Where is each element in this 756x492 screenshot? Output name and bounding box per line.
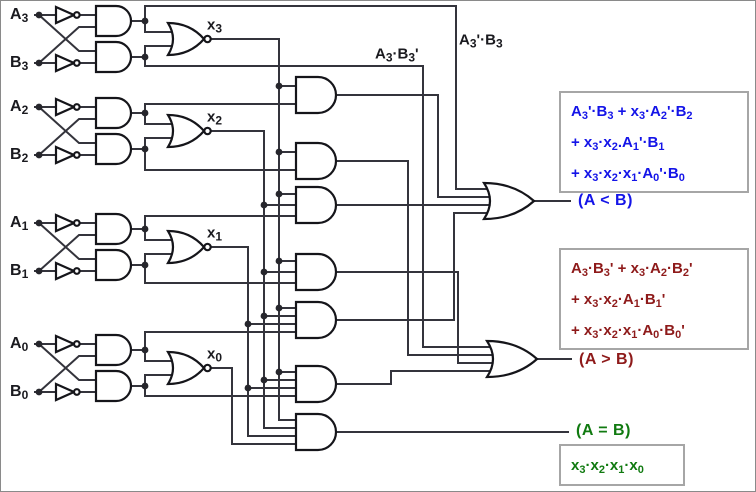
- greater-than-expression-box: A3·B3' + x3·A2·B2' + x3·x2·A1·B1' + x3·x…: [559, 248, 749, 350]
- nor-gate: [166, 350, 206, 386]
- less-expression-line-3: + x3·x2·x1·A0'·B0: [571, 165, 685, 184]
- nor-gate: [166, 21, 206, 57]
- and-gate: [294, 364, 338, 404]
- greater-expression-line-3: + x3·x2·x1·A0·B0': [571, 322, 685, 341]
- and-gate: [94, 212, 133, 246]
- gates: [54, 4, 539, 452]
- wire-x2-trunk: [211, 130, 306, 429]
- less-expression-line-1: A3'·B3 + x3·A2'·B2: [571, 103, 693, 122]
- bit-and-gates: [94, 4, 133, 403]
- greater-expression-line-2: + x3·x2·A1·B1': [571, 291, 666, 310]
- nor-gate: [166, 113, 206, 149]
- not-gates: [54, 5, 81, 402]
- not-bubble: [72, 11, 81, 19]
- greater-expression-line-1: A3·B3' + x3·A2·B2': [571, 260, 693, 279]
- nor-bubble: [203, 363, 212, 373]
- junction-dots: [35, 11, 283, 396]
- less-than-expression-box: A3'·B3 + x3·A2'·B2 + x3·x2.A1'·B1 + x3·x…: [559, 91, 749, 193]
- wire-label-a3-prime-b3: A3'·B3: [459, 31, 503, 51]
- equal-expression: x3·x2·x1·x0: [571, 456, 644, 476]
- and-gate: [94, 369, 133, 403]
- not-bubble: [72, 267, 81, 275]
- and-gate: [294, 252, 338, 292]
- xnor-label-x1: x1: [207, 224, 223, 244]
- not-bubble: [72, 219, 81, 227]
- not-bubble: [72, 388, 81, 396]
- nor-gates: [166, 21, 212, 386]
- input-label-a2: A2: [10, 98, 29, 117]
- and-gate: [94, 4, 133, 38]
- not-gate: [54, 213, 77, 233]
- wire-and-x3x2x1a0pb0: [335, 212, 501, 321]
- and-gate: [294, 412, 338, 452]
- wire-and-x3a2b2p: [335, 160, 506, 356]
- xnor-label-x0: x0: [207, 345, 223, 365]
- input-label-b2: B2: [10, 146, 29, 165]
- or-gate-less: [481, 181, 536, 221]
- nor-bubble: [203, 126, 212, 136]
- not-gate: [54, 334, 77, 354]
- wire-label-a3-b3-prime: A3·B3': [375, 45, 419, 65]
- not-gate: [54, 53, 77, 73]
- and-gate: [294, 141, 338, 181]
- equal-expression-box: x3·x2·x1·x0: [559, 444, 685, 486]
- and-gate: [94, 132, 133, 166]
- input-label-b1: B1: [10, 262, 29, 281]
- wire-and-x3a2pb2: [335, 94, 501, 198]
- greater-than-output-label: (A > B): [579, 351, 634, 368]
- equal-output-label: (A = B): [576, 422, 631, 439]
- wire-x3-trunk: [211, 38, 306, 421]
- input-label-a1: A1: [10, 214, 29, 233]
- and-gate: [94, 333, 133, 367]
- wire-x1-trunk: [211, 246, 306, 437]
- not-gate: [54, 382, 77, 402]
- and-gate: [294, 185, 338, 225]
- nor-gate: [166, 229, 206, 265]
- input-label-a0: A0: [10, 335, 29, 354]
- xnor-label-x2: x2: [207, 108, 223, 128]
- wire-x0-trunk: [211, 367, 306, 445]
- and-gate: [294, 300, 338, 340]
- not-gate: [54, 261, 77, 281]
- and-gate: [94, 96, 133, 130]
- not-gate: [54, 145, 77, 165]
- or-gates: [481, 181, 539, 379]
- less-expression-line-2: + x3·x2.A1'·B1: [571, 134, 665, 153]
- and-gate: [294, 75, 338, 115]
- not-gate: [54, 5, 77, 25]
- less-than-output-label: (A < B): [578, 192, 633, 209]
- input-label-b3: B3: [10, 54, 29, 73]
- and-gate: [94, 248, 133, 282]
- not-bubble: [72, 103, 81, 111]
- not-bubble: [72, 340, 81, 348]
- or-gate-greater: [484, 339, 539, 379]
- xnor-label-x3: x3: [207, 16, 223, 36]
- not-gate: [54, 97, 77, 117]
- input-label-b0: B0: [10, 383, 29, 402]
- nor-bubble: [203, 242, 212, 252]
- stage2-and-gates: [294, 75, 338, 452]
- and-gate: [94, 40, 133, 74]
- not-bubble: [72, 59, 81, 67]
- input-label-a3: A3: [10, 6, 29, 25]
- wire-and-x3x2a1b1p: [335, 271, 506, 364]
- wire-and-x3x2x1a0b0p: [335, 370, 506, 385]
- nor-bubble: [203, 34, 212, 44]
- not-bubble: [72, 151, 81, 159]
